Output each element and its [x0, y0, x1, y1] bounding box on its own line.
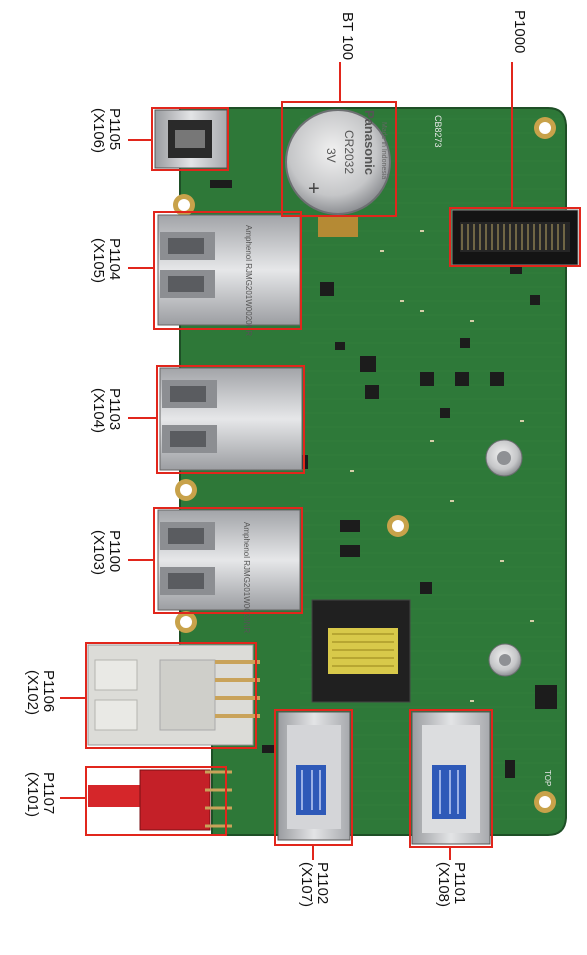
label-line1: P1106 — [40, 670, 57, 713]
label-line1: P1101 — [451, 862, 468, 905]
label-line1: P1105 — [106, 108, 123, 151]
power-connector-p1106 — [87, 644, 260, 746]
rj45-jack-p1103 — [159, 367, 303, 471]
m2-slot — [451, 209, 579, 266]
label-line2: (X105) — [90, 238, 107, 284]
callout-label-bt100: BT 100 — [339, 12, 356, 61]
label-line1: P1102 — [314, 862, 331, 905]
callout-box-p1103 — [156, 365, 305, 474]
callout-box-p1000 — [449, 207, 581, 267]
callout-label-p1102: P1102 (X107) — [298, 862, 331, 908]
label-line2: (X104) — [90, 388, 107, 434]
coin-cell-battery: Panasonic CR2032 3V Made in Indonesia + — [285, 109, 391, 237]
board-id: CB8273 — [433, 115, 443, 148]
leader-lines — [60, 62, 513, 860]
battery-voltage: 3V — [324, 148, 338, 163]
callout-box-p1104 — [153, 211, 302, 330]
battery-plus-sign: + — [308, 178, 320, 200]
callout-label-p1000: P1000 — [511, 10, 528, 54]
rj45-marking-1: Amphenol RJMG201W0020NR — [244, 225, 253, 336]
usb-c-connector — [154, 109, 228, 169]
battery-model: CR2032 — [342, 130, 356, 174]
label-line2: (X106) — [90, 108, 107, 154]
callout-label-p1105: P1105 (X106) — [90, 108, 123, 154]
top-mark: TOP — [543, 770, 552, 786]
callout-label-p1103: P1103 (X104) — [90, 388, 123, 434]
label-line2: (X102) — [24, 670, 41, 716]
callout-label-p1107: P1107 (X101) — [24, 772, 57, 818]
rj45-jack-p1104: Amphenol RJMG201W0020NR — [157, 214, 301, 336]
label-line1: P1103 — [106, 388, 123, 431]
label-line1: P1104 — [106, 238, 123, 281]
callout-label-p1106: P1106 (X102) — [24, 670, 57, 716]
label-line1: P1000 — [511, 10, 528, 54]
battery-origin: Made in Indonesia — [380, 122, 387, 179]
label-line2: (X101) — [24, 772, 41, 818]
callout-box-p1106 — [85, 642, 257, 749]
usb-a-connector-p1101 — [411, 711, 491, 845]
red-connector-p1107 — [88, 769, 232, 831]
rj45-marking-2: Amphenol RJMG201W0020NR — [242, 522, 251, 633]
label-line1: P1107 — [40, 772, 57, 815]
label-line2: (X108) — [435, 862, 452, 908]
callout-label-p1100: P1100 (X103) — [90, 530, 123, 576]
label-line1: P1100 — [106, 530, 123, 573]
label-line2: (X103) — [90, 530, 107, 576]
callout-label-p1101: P1101 (X108) — [435, 862, 468, 908]
usb-a-connector-p1102 — [277, 711, 351, 841]
standoffs — [485, 439, 523, 677]
battery-brand: Panasonic — [362, 110, 377, 175]
label-line2: (X107) — [298, 862, 315, 908]
power-transformer — [311, 599, 411, 703]
label-line1: BT 100 — [339, 12, 356, 61]
rj45-jack-p1100: Amphenol RJMG201W0020NR — [157, 509, 301, 633]
callout-box-p1107 — [85, 766, 227, 836]
mounting-holes — [173, 117, 556, 813]
callout-label-p1104: P1104 (X105) — [90, 238, 123, 284]
